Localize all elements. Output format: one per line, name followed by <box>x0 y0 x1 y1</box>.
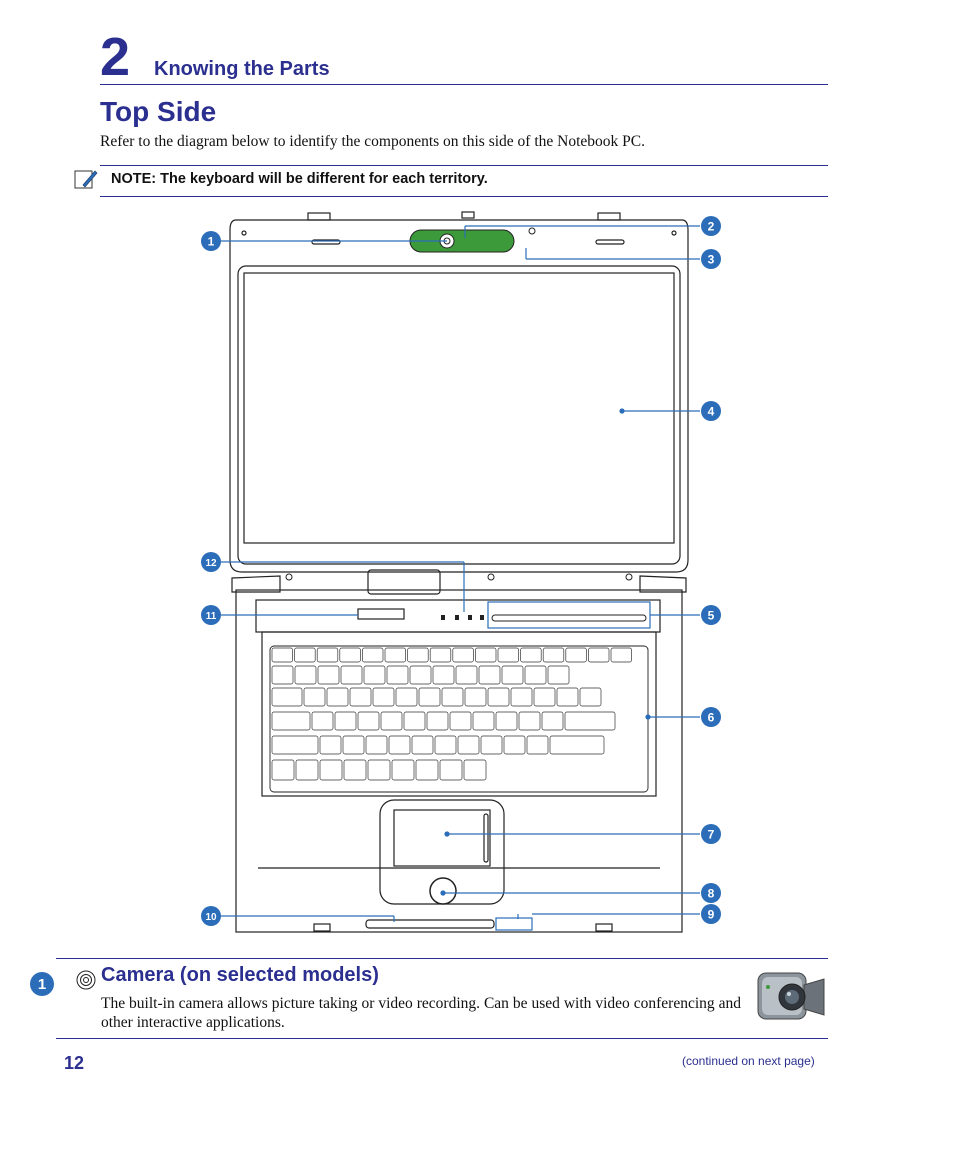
svg-text:11: 11 <box>206 611 217 622</box>
callout-6 <box>701 707 721 727</box>
callout-2 <box>701 216 721 236</box>
page-number: 12 <box>64 1053 85 1073</box>
callout-3 <box>701 249 721 269</box>
svg-text:10: 10 <box>205 912 217 923</box>
header-rule <box>100 84 828 85</box>
svg-text:5: 5 <box>708 609 715 623</box>
camera-lens-icon <box>76 970 96 990</box>
svg-text:1: 1 <box>208 235 215 249</box>
callout-4 <box>701 401 721 421</box>
svg-text:2: 2 <box>708 220 715 234</box>
notebook-top-diagram: 1 2 3 4 5 6 7 8 9 10 11 12 <box>201 211 721 933</box>
svg-text:3: 3 <box>708 253 715 267</box>
continued-note: (continued on next page) <box>682 1054 815 1068</box>
callout-5 <box>701 605 721 625</box>
note-text: NOTE: The keyboard will be different for… <box>111 171 488 187</box>
intro-text: Refer to the diagram below to identify t… <box>100 133 645 150</box>
callout-9 <box>701 904 721 924</box>
callout-10 <box>201 906 221 926</box>
note-rule-top <box>100 165 828 166</box>
svg-text:6: 6 <box>708 711 715 725</box>
chapter-title: Knowing the Parts <box>154 58 330 80</box>
callout-7 <box>701 824 721 844</box>
item-number-badge: 1 <box>30 972 54 996</box>
svg-text:9: 9 <box>708 908 715 922</box>
item-description: The built-in camera allows picture takin… <box>101 995 741 1031</box>
note-pencil-icon <box>74 170 98 189</box>
callout-8 <box>701 883 721 903</box>
svg-text:7: 7 <box>708 828 715 842</box>
svg-text:4: 4 <box>708 405 715 419</box>
svg-text:12: 12 <box>205 558 217 569</box>
callout-1 <box>201 231 221 251</box>
callout-12 <box>201 552 221 572</box>
item-rule-bottom <box>56 1038 828 1039</box>
item-title: Camera (on selected models) <box>101 964 379 986</box>
chapter-number: 2 <box>100 27 131 87</box>
section-title: Top Side <box>100 96 217 127</box>
svg-text:8: 8 <box>708 887 715 901</box>
camcorder-icon <box>757 972 825 1020</box>
note-rule-bottom <box>100 196 828 197</box>
callout-11 <box>201 605 221 625</box>
item-rule-top <box>56 958 828 959</box>
